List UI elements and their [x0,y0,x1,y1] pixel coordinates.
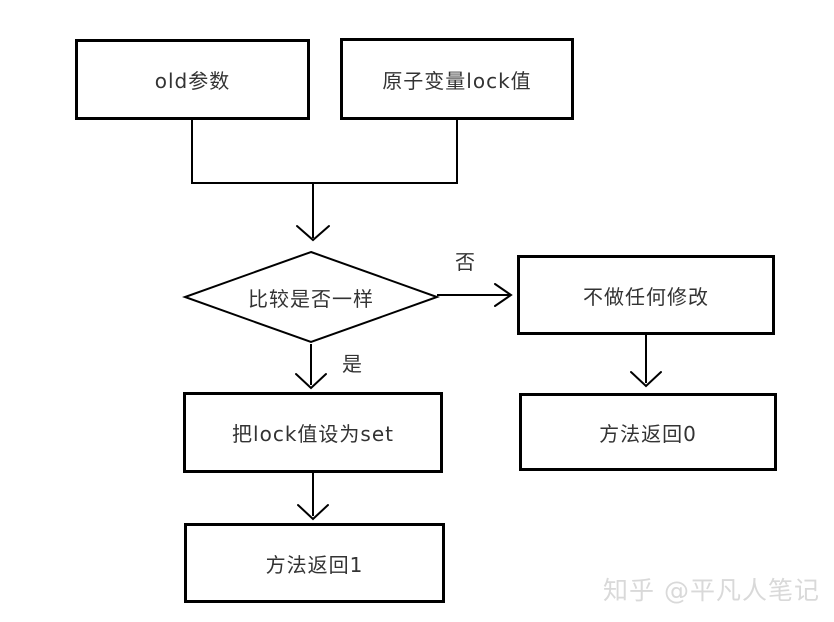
node-set-lock-label: 把lock值设为set [232,422,394,446]
zhihu-watermark-text: 知乎 @平凡人笔记 [603,576,820,605]
decision-compare-label: 比较是否一样 [248,286,374,311]
node-no-modify: 不做任何修改 [517,255,775,335]
arrowhead-right-no-branch [494,283,513,307]
edge-merge-connector [191,120,458,184]
decision-compare: 比较是否一样 [186,283,436,311]
arrowhead-down-to-return1 [297,504,329,521]
node-no-modify-label: 不做任何修改 [583,284,709,309]
edge-label-yes-text: 是 [342,352,362,376]
decision-diamond-shape [182,250,440,344]
arrowhead-down-to-return0 [630,371,662,388]
node-return-1: 方法返回1 [184,523,445,603]
node-atomic-lock-value-label: 原子变量lock值 [382,68,532,93]
arrowhead-down-yes-branch [295,373,327,390]
node-old-param-label: old参数 [154,69,231,93]
edge-label-no-text: 否 [455,250,475,274]
edge-label-no: 否 [451,252,479,272]
node-return-1-label: 方法返回1 [265,552,364,577]
node-set-lock: 把lock值设为set [183,392,443,473]
arrowhead-down-to-decision [296,225,330,242]
edge-label-yes: 是 [338,354,366,374]
zhihu-watermark: 知乎 @平凡人笔记 [580,571,820,607]
node-old-param: old参数 [75,39,310,120]
node-return-0-label: 方法返回0 [599,421,697,446]
node-return-0: 方法返回0 [519,393,777,471]
node-atomic-lock-value: 原子变量lock值 [340,38,574,120]
